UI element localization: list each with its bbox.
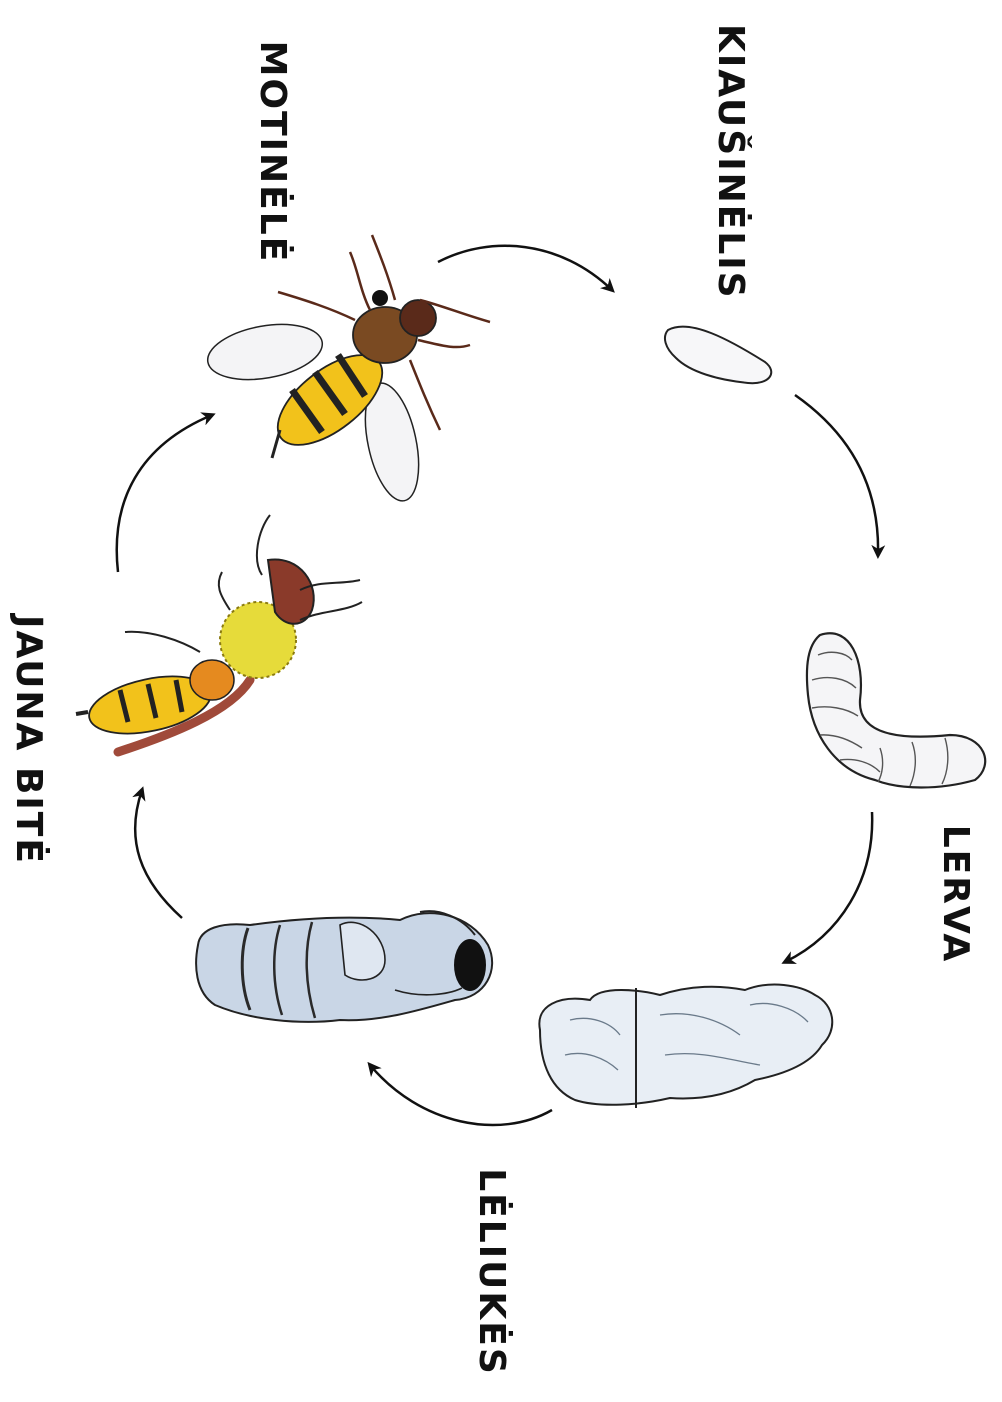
label-young-bee: JAUNA BITĖ	[10, 610, 46, 870]
arrow-pupa-to-pupa-late	[370, 1065, 552, 1125]
arrow-pupa-to-young-bee	[135, 790, 182, 918]
arrow-larva-to-pupa	[785, 812, 872, 962]
queen-bee-illustration	[203, 235, 490, 506]
young-bee-illustration	[76, 515, 362, 752]
label-pupa: LĖLIUKĖS	[473, 1142, 509, 1402]
label-egg: KIAUŠINĖLIS	[712, 24, 748, 284]
label-larva: LERVA	[937, 814, 973, 974]
arrow-egg-to-larva	[795, 395, 878, 555]
arrow-queen-to-egg	[438, 246, 612, 290]
egg-illustration	[665, 327, 771, 384]
label-queen: MOTINĖLĖ	[254, 22, 290, 282]
arrow-young-bee-to-queen	[117, 415, 212, 572]
larva-illustration	[807, 633, 985, 787]
pupa-illustration	[196, 911, 492, 1022]
capped-cell-illustration	[539, 985, 832, 1108]
